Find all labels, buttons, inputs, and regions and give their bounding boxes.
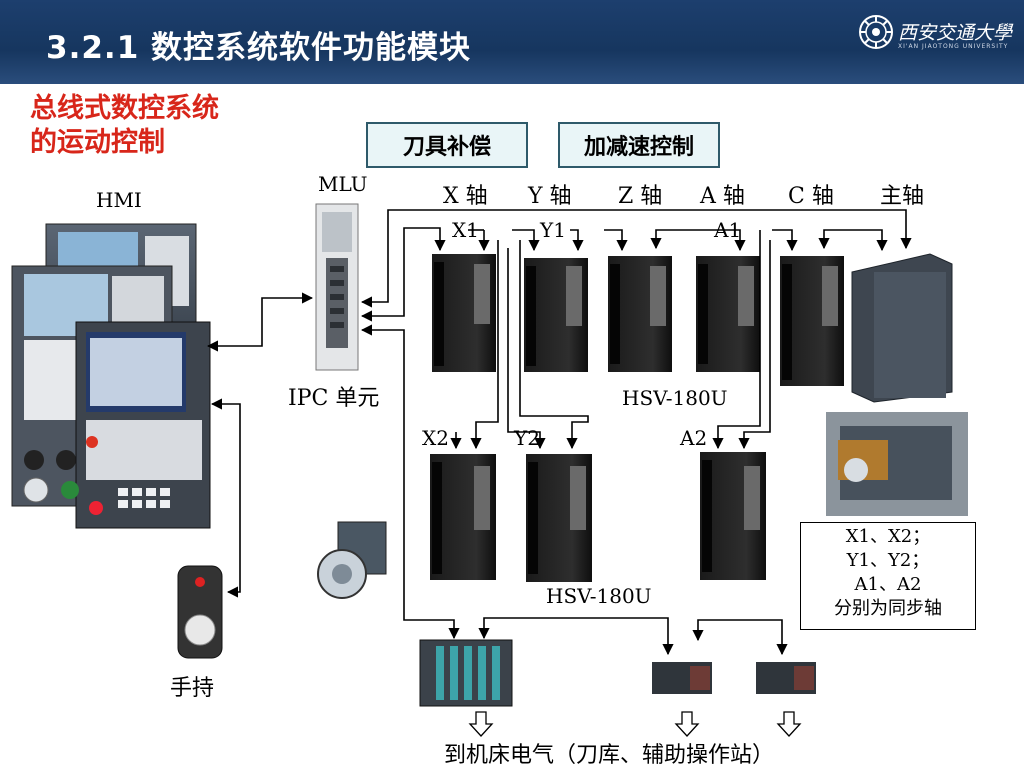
ipc-unit (315, 203, 359, 371)
sync-axis-note: X1、X2； Y1、Y2； A1、A2 分别为同步轴 (800, 522, 976, 630)
drive-model-label-top: HSV-180U (622, 386, 728, 410)
slide-title: 3.2.1 数控系统软件功能模块 (46, 30, 472, 66)
connection-lines (206, 209, 912, 656)
a2-label: A2 (680, 426, 708, 450)
note-line-2: Y1、Y2； (846, 550, 930, 571)
io-modules (419, 639, 816, 707)
note-line-3: A1、A2 (854, 574, 922, 595)
a-axis-label: A 轴 (700, 184, 745, 209)
mlu-label: MLU (318, 172, 368, 196)
subtitle-line-1: 总线式数控系统 (30, 93, 219, 124)
handheld-pendant (177, 565, 223, 659)
output-arrows (468, 711, 802, 737)
hmi-label: HMI (96, 188, 142, 212)
handheld-label: 手持 (170, 676, 215, 701)
note-line-1: X1、X2； (845, 526, 931, 547)
x2-label: X2 (422, 426, 449, 450)
ipc-label: IPC 单元 (288, 386, 380, 411)
note-line-4: 分别为同步轴 (834, 598, 942, 619)
x-axis-label: X 轴 (443, 184, 488, 209)
y-axis-label: Y 轴 (528, 184, 572, 209)
accel-decel-control-box: 加减速控制 (558, 122, 720, 168)
y1-label: Y1 (540, 218, 566, 242)
servo-drives-row-1 (432, 253, 953, 403)
tool-compensation-box: 刀具补偿 (366, 122, 528, 168)
y2-label: Y2 (514, 426, 540, 450)
z-axis-label: Z 轴 (618, 184, 663, 209)
seal-icon (859, 15, 893, 49)
servo-drives-row-2 (430, 452, 766, 582)
a1-label: A1 (714, 218, 742, 242)
c-axis-label: C 轴 (788, 184, 834, 209)
down-arrow-icon (776, 711, 802, 737)
servo-motor (317, 521, 387, 599)
section-subtitle: 总线式数控系统 的运动控制 (30, 92, 219, 160)
logo-subtext: XI'AN JIAOTONG UNIVERSITY (898, 43, 1009, 50)
university-logo: 西安交通大學 XI'AN JIAOTONG UNIVERSITY (858, 12, 1012, 52)
down-arrow-icon (674, 711, 700, 737)
logo-wordmark: 西安交通大學 (898, 22, 1013, 44)
bottom-caption: 到机床电气（刀库、辅助操作站） (444, 743, 775, 768)
spindle-motor-photo (826, 412, 968, 516)
down-arrow-icon (468, 711, 494, 737)
spindle-label: 主轴 (880, 184, 925, 209)
x1-label: X1 (452, 218, 479, 242)
subtitle-line-2: 的运动控制 (30, 127, 165, 158)
drive-model-label-bottom: HSV-180U (546, 584, 652, 608)
hmi-panels (11, 223, 211, 529)
title-bar: 3.2.1 数控系统软件功能模块 西安交通大學 XI'AN JIAOTONG U… (0, 0, 1024, 84)
